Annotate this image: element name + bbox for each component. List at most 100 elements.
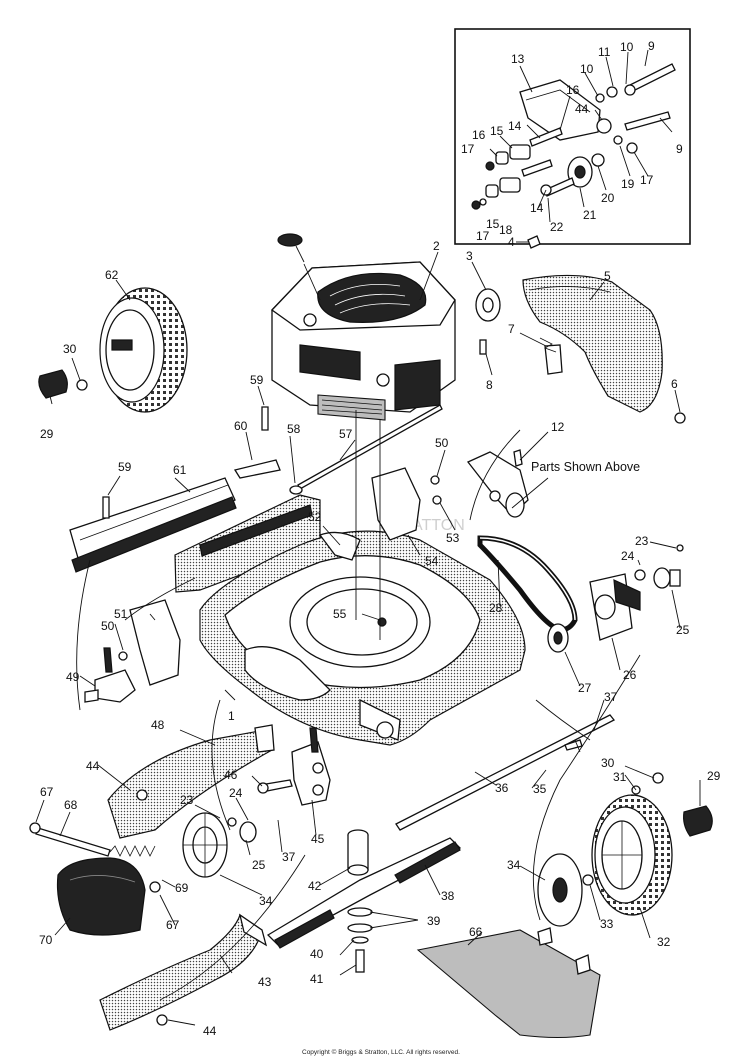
callout-30a: 30 <box>63 342 77 356</box>
height-adjuster-left <box>84 647 136 703</box>
callout-67a: 67 <box>40 785 54 799</box>
callout-14a: 14 <box>508 119 522 133</box>
right-height-bracket <box>371 467 442 541</box>
hinge-rod <box>29 822 161 893</box>
wheel-cap-right <box>683 805 713 837</box>
callout-17c: 17 <box>476 229 490 243</box>
callout-24b: 24 <box>229 786 243 800</box>
callout-34a: 34 <box>507 858 521 872</box>
callout-42: 42 <box>308 879 322 893</box>
callout-68: 68 <box>64 798 78 812</box>
callout-17b: 17 <box>640 173 654 187</box>
callout-59a: 59 <box>250 373 264 387</box>
copyright-text: Copyright © Briggs & Stratton, LLC. All … <box>302 1048 460 1056</box>
callout-28: 28 <box>489 601 503 615</box>
callout-15a: 15 <box>490 124 504 138</box>
callout-2: 2 <box>433 239 440 253</box>
callout-58: 58 <box>287 422 301 436</box>
callout-67b: 67 <box>166 918 180 932</box>
belt-guard <box>522 274 686 424</box>
inset-detail-box <box>454 28 691 245</box>
callout-36: 36 <box>495 781 509 795</box>
left-height-bracket <box>118 599 181 686</box>
callout-62: 62 <box>105 268 119 282</box>
callout-66: 66 <box>469 925 483 939</box>
callout-59b: 59 <box>118 460 132 474</box>
callout-44a: 44 <box>575 102 589 116</box>
right-rear-wheel <box>582 772 673 916</box>
callout-31: 31 <box>613 770 627 784</box>
callout-4: 4 <box>508 235 515 249</box>
callout-21: 21 <box>583 208 597 222</box>
callout-48: 48 <box>151 718 165 732</box>
callout-16b: 16 <box>472 128 486 142</box>
callout-5: 5 <box>604 269 611 283</box>
side-plate-left <box>107 724 275 839</box>
callout-51: 51 <box>114 607 128 621</box>
callout-50a: 50 <box>435 436 449 450</box>
callout-1: 1 <box>228 709 235 723</box>
callout-53: 53 <box>446 531 460 545</box>
callout-40: 40 <box>310 947 324 961</box>
transmission <box>589 573 641 641</box>
rear-pinion-gear <box>634 544 684 589</box>
callout-20: 20 <box>601 191 615 205</box>
blade-adapter <box>347 829 369 876</box>
inset-bolt-upper <box>624 63 676 96</box>
callout-57: 57 <box>339 427 353 441</box>
engine <box>271 233 456 421</box>
trailing-shield <box>56 857 146 936</box>
front-wheel-bracket <box>291 727 331 806</box>
callout-35: 35 <box>533 782 547 796</box>
callout-54: 54 <box>425 554 439 568</box>
callout-60: 60 <box>234 419 248 433</box>
callout-44c: 44 <box>203 1024 217 1038</box>
callout-9b: 9 <box>676 142 683 156</box>
inset-bolt-lower <box>624 111 671 131</box>
callout-46: 46 <box>224 768 238 782</box>
callout-24a: 24 <box>621 549 635 563</box>
callout-labels: 1 2 3 4 5 6 7 8 9 9 10 10 11 12 13 14 14… <box>39 39 721 1038</box>
wheel-cap-left <box>38 369 68 399</box>
callout-6: 6 <box>671 377 678 391</box>
callout-18: 18 <box>499 223 513 237</box>
callout-25a: 25 <box>676 623 690 637</box>
callout-69: 69 <box>175 881 189 895</box>
callout-10a: 10 <box>620 40 634 54</box>
parts-shown-above-note: Parts Shown Above <box>531 460 640 474</box>
callout-14b: 14 <box>530 201 544 215</box>
callout-12: 12 <box>551 420 565 434</box>
mulch-door <box>416 927 601 1039</box>
callout-9a: 9 <box>648 39 655 53</box>
mower-deck: STRATTON <box>199 517 526 746</box>
callout-19: 19 <box>621 177 635 191</box>
left-rear-wheel <box>76 287 188 413</box>
callout-44b: 44 <box>86 759 100 773</box>
callout-32: 32 <box>657 935 671 949</box>
callout-3: 3 <box>466 249 473 263</box>
callout-16a: 16 <box>566 83 580 97</box>
callout-22: 22 <box>550 220 564 234</box>
idler-pulley <box>547 623 569 653</box>
callout-34b: 34 <box>259 894 273 908</box>
callout-55: 55 <box>333 607 347 621</box>
callout-11: 11 <box>598 45 611 59</box>
callout-37a: 37 <box>604 690 618 704</box>
callout-30b: 30 <box>601 756 615 770</box>
callout-13: 13 <box>511 52 525 66</box>
callout-52: 52 <box>308 510 322 524</box>
front-wheel <box>182 812 257 878</box>
blade-washers-bolt <box>347 907 373 973</box>
callout-37b: 37 <box>282 850 296 864</box>
inset-washers <box>595 86 638 154</box>
rear-axle <box>395 714 616 831</box>
callout-17a: 17 <box>461 142 475 156</box>
callout-38: 38 <box>441 889 455 903</box>
callout-27: 27 <box>578 681 592 695</box>
callout-10b: 10 <box>580 62 594 76</box>
drive-cable <box>289 404 443 495</box>
engine-pulley <box>475 288 501 355</box>
callout-43: 43 <box>258 975 272 989</box>
callout-8: 8 <box>486 378 493 392</box>
